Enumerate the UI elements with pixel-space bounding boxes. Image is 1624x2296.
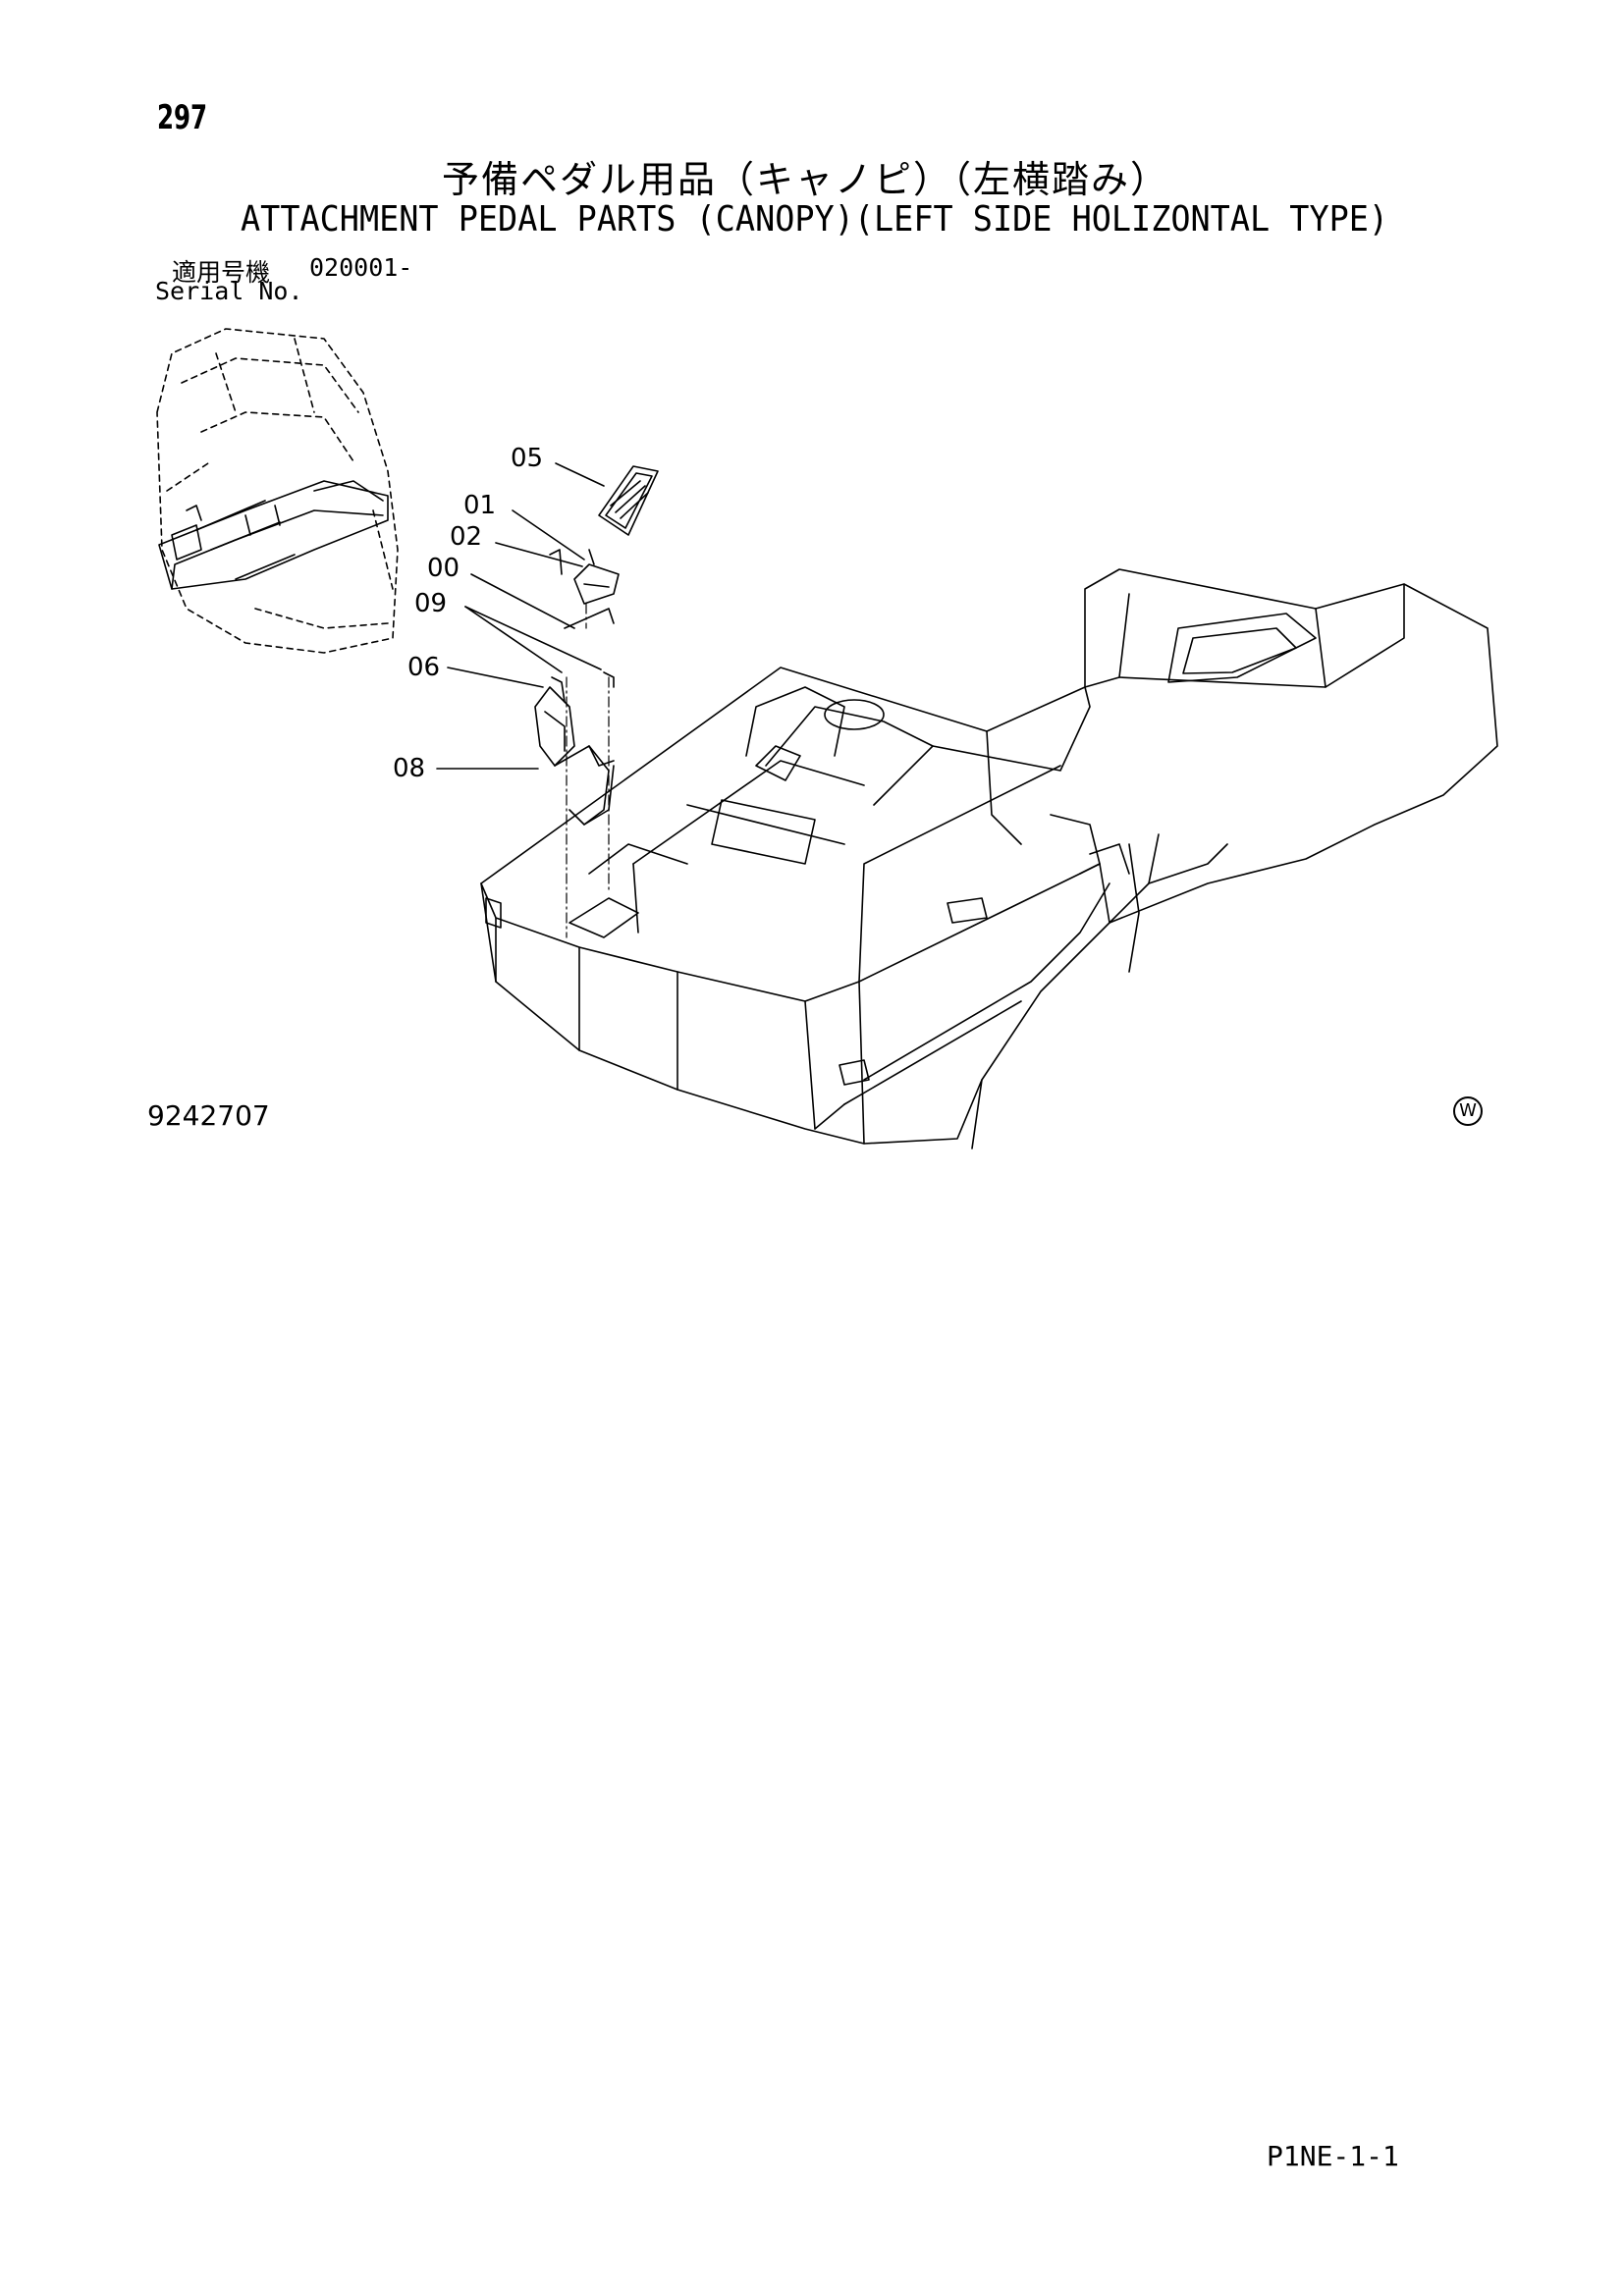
page-number: 297: [157, 98, 208, 137]
callout-label-06: 06: [407, 653, 441, 682]
callout-label-08: 08: [393, 754, 426, 783]
alignment-lines: [566, 603, 610, 938]
page-title-japanese: 予備ペダル用品（キャノピ）（左横踏み）: [442, 158, 1170, 201]
callout-label-01: 01: [463, 491, 497, 520]
callout-label-09: 09: [414, 589, 448, 618]
page-title-english: ATTACHMENT PEDAL PARTS (CANOPY)(LEFT SID…: [241, 199, 1389, 240]
floor-frame: [480, 568, 1498, 1149]
callout-label-00: 00: [427, 554, 460, 583]
serial-label-english: Serial No.: [155, 277, 303, 305]
pedal-assembly: [534, 465, 659, 826]
figure-number: 9242707: [147, 1099, 270, 1132]
callout-label-02: 02: [450, 522, 483, 552]
page-code: P1NE-1-1: [1267, 2140, 1399, 2172]
serial-label-japanese: 適用号機: [172, 258, 271, 287]
serial-value: 020001-: [309, 253, 413, 282]
callout-leaders: [436, 462, 605, 770]
cab-overview-inset: [156, 328, 399, 654]
maker-mark-circle: W: [1453, 1096, 1483, 1126]
callout-label-05: 05: [511, 444, 544, 473]
